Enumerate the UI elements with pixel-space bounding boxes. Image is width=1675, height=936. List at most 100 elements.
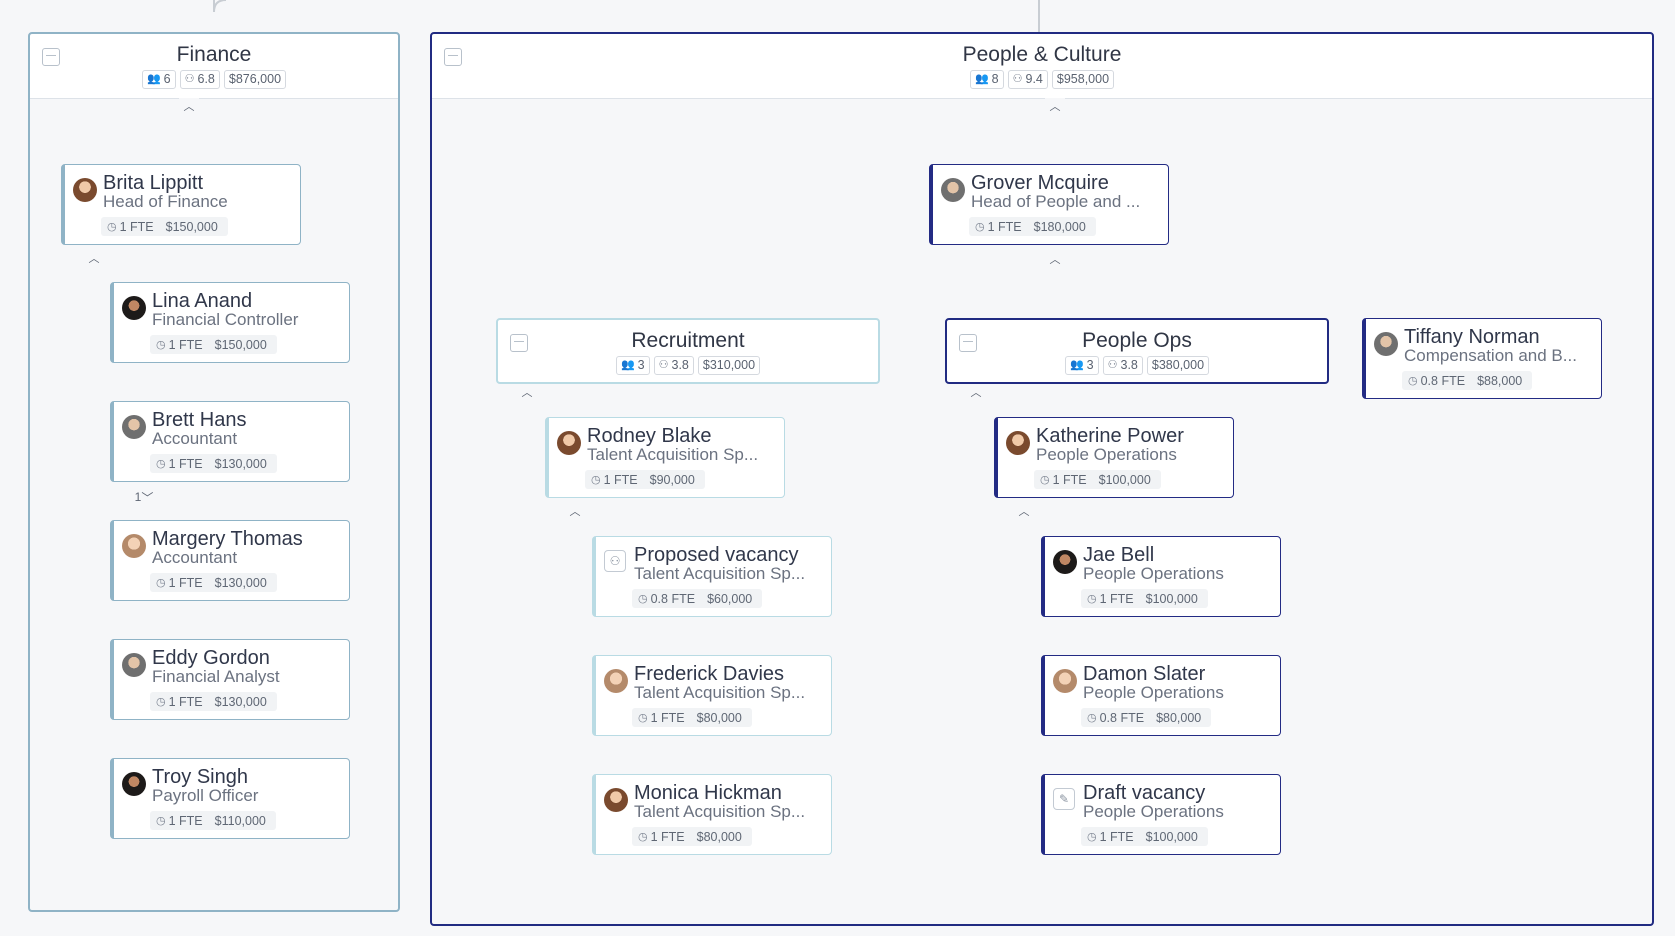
chevron-up-icon[interactable]: ︿ bbox=[517, 384, 537, 400]
avatar bbox=[122, 653, 146, 677]
person-role: Compensation and B... bbox=[1404, 346, 1577, 365]
headcount-chip: 👥6 bbox=[141, 70, 176, 89]
chevron-up-icon[interactable]: ︿ bbox=[565, 503, 585, 519]
person-stats: ◷1 FTE $180,000 bbox=[969, 217, 1096, 236]
clock-icon: ◷ bbox=[1087, 831, 1097, 843]
fte-person-icon: ⚇ bbox=[1012, 73, 1023, 85]
collapse-team-icon[interactable] bbox=[510, 334, 528, 352]
person-name: Grover Mcquire bbox=[971, 172, 1109, 194]
clock-icon: ◷ bbox=[156, 339, 166, 351]
person-card-lina-anand[interactable]: Lina Anand Financial Controller ◷1 FTE $… bbox=[110, 282, 350, 363]
headcount-chip: 👥3 bbox=[615, 356, 650, 375]
salary: $150,000 bbox=[165, 219, 218, 234]
fte-chip: ⚇3.8 bbox=[1102, 356, 1143, 375]
person-stats: ◷1 FTE $130,000 bbox=[150, 454, 277, 473]
collapse-department-icon[interactable] bbox=[444, 48, 462, 66]
fte-person-icon: ⚇ bbox=[658, 359, 669, 371]
person-card-damon-slater[interactable]: Damon Slater People Operations ◷0.8 FTE … bbox=[1041, 655, 1281, 736]
person-card-brett-hans[interactable]: Brett Hans Accountant ◷1 FTE $130,000 bbox=[110, 401, 350, 482]
avatar bbox=[604, 669, 628, 693]
budget-chip: $380,000 bbox=[1146, 356, 1210, 375]
department-header: People & Culture 👥8 ⚇9.4 $958,000 bbox=[432, 34, 1652, 99]
person-stats: ◷1 FTE $130,000 bbox=[150, 573, 277, 592]
salary: $60,000 bbox=[707, 591, 753, 606]
person-role: People Operations bbox=[1083, 683, 1224, 702]
person-card-tiffany-norman[interactable]: Tiffany Norman Compensation and B... ◷0.… bbox=[1362, 318, 1602, 399]
person-role: Financial Controller bbox=[152, 310, 299, 329]
avatar bbox=[122, 772, 146, 796]
person-name: Frederick Davies bbox=[634, 663, 785, 685]
person-name: Eddy Gordon bbox=[152, 647, 270, 669]
avatar bbox=[73, 178, 97, 202]
avatar bbox=[122, 296, 146, 320]
person-card-brita-lippitt[interactable]: Brita Lippitt Head of Finance ◷1 FTE $15… bbox=[61, 164, 301, 245]
budget-chip: $958,000 bbox=[1051, 70, 1115, 89]
headcount-chip: 👥3 bbox=[1064, 356, 1099, 375]
person-card-draft-vacancy[interactable]: ✎ Draft vacancy People Operations ◷1 FTE… bbox=[1041, 774, 1281, 855]
chevron-up-icon[interactable]: ︿ bbox=[1045, 251, 1065, 267]
chevron-up-icon[interactable]: ︿ bbox=[84, 250, 104, 266]
person-card-eddy-gordon[interactable]: Eddy Gordon Financial Analyst ◷1 FTE $13… bbox=[110, 639, 350, 720]
person-card-katherine-power[interactable]: Katherine Power People Operations ◷1 FTE… bbox=[994, 417, 1234, 498]
person-stats: ◷1 FTE $100,000 bbox=[1081, 589, 1208, 608]
people-icon: 👥 bbox=[974, 73, 989, 85]
department-title: People & Culture bbox=[962, 43, 1122, 66]
avatar bbox=[604, 788, 628, 812]
person-card-grover-mcquire[interactable]: Grover Mcquire Head of People and ... ◷1… bbox=[929, 164, 1169, 245]
fte-chip: ⚇9.4 bbox=[1007, 70, 1048, 89]
person-role: Head of Finance bbox=[103, 192, 228, 211]
avatar bbox=[557, 431, 581, 455]
chevron-down-icon: ﹀ bbox=[141, 490, 154, 505]
person-role: Talent Acquisition Sp... bbox=[634, 802, 806, 821]
person-name: Brett Hans bbox=[152, 409, 247, 431]
person-name: Monica Hickman bbox=[634, 782, 782, 804]
clock-icon: ◷ bbox=[156, 815, 166, 827]
chevron-up-icon[interactable]: ︿ bbox=[966, 384, 986, 400]
chevron-up-icon[interactable]: ︿ bbox=[179, 98, 199, 114]
avatar bbox=[122, 534, 146, 558]
avatar bbox=[1053, 669, 1077, 693]
clock-icon: ◷ bbox=[1040, 474, 1050, 486]
person-stats: ◷1 FTE $130,000 bbox=[150, 692, 277, 711]
salary: $100,000 bbox=[1098, 472, 1151, 487]
person-name: Katherine Power bbox=[1036, 425, 1184, 447]
clock-icon: ◷ bbox=[638, 593, 648, 605]
clock-icon: ◷ bbox=[1087, 712, 1097, 724]
person-stats: ◷1 FTE $90,000 bbox=[585, 470, 705, 489]
person-card-rodney-blake[interactable]: Rodney Blake Talent Acquisition Sp... ◷1… bbox=[545, 417, 785, 498]
person-stats: ◷1 FTE $150,000 bbox=[150, 335, 277, 354]
person-stats: ◷1 FTE $100,000 bbox=[1034, 470, 1161, 489]
people-ops-team: People Ops 👥3 ⚇3.8 $380,000 bbox=[945, 318, 1329, 384]
vacancy-person-icon: ⚇ bbox=[604, 550, 626, 572]
person-card-frederick-davies[interactable]: Frederick Davies Talent Acquisition Sp..… bbox=[592, 655, 832, 736]
person-name: Rodney Blake bbox=[587, 425, 712, 447]
person-stats: ◷1 FTE $100,000 bbox=[1081, 827, 1208, 846]
avatar bbox=[1374, 332, 1398, 356]
budget-chip: $310,000 bbox=[697, 356, 761, 375]
person-role: Financial Analyst bbox=[152, 667, 280, 686]
chevron-up-icon[interactable]: ︿ bbox=[1045, 98, 1065, 114]
person-card-jae-bell[interactable]: Jae Bell People Operations ◷1 FTE $100,0… bbox=[1041, 536, 1281, 617]
person-card-troy-singh[interactable]: Troy Singh Payroll Officer ◷1 FTE $110,0… bbox=[110, 758, 350, 839]
chevron-up-icon[interactable]: ︿ bbox=[1014, 503, 1034, 519]
salary: $100,000 bbox=[1145, 829, 1198, 844]
person-stats: ◷0.8 FTE $88,000 bbox=[1402, 371, 1533, 390]
collapse-team-icon[interactable] bbox=[959, 334, 977, 352]
person-stats: ◷1 FTE $150,000 bbox=[101, 217, 228, 236]
person-name: Lina Anand bbox=[152, 290, 253, 312]
collapse-department-icon[interactable] bbox=[42, 48, 60, 66]
person-role: People Operations bbox=[1083, 564, 1224, 583]
person-name: Proposed vacancy bbox=[634, 544, 799, 566]
avatar bbox=[122, 415, 146, 439]
person-role: Head of People and ... bbox=[971, 192, 1141, 211]
person-card-margery-thomas[interactable]: Margery Thomas Accountant ◷1 FTE $130,00… bbox=[110, 520, 350, 601]
expand-reports-toggle[interactable]: 1﹀ bbox=[131, 489, 157, 505]
person-card-proposed-vacancy[interactable]: ⚇ Proposed vacancy Talent Acquisition Sp… bbox=[592, 536, 832, 617]
clock-icon: ◷ bbox=[638, 831, 648, 843]
person-role: Talent Acquisition Sp... bbox=[587, 445, 759, 464]
person-role: Talent Acquisition Sp... bbox=[634, 564, 806, 583]
person-name: Troy Singh bbox=[152, 766, 248, 788]
avatar bbox=[941, 178, 965, 202]
person-card-monica-hickman[interactable]: Monica Hickman Talent Acquisition Sp... … bbox=[592, 774, 832, 855]
person-stats: ◷1 FTE $80,000 bbox=[632, 708, 752, 727]
